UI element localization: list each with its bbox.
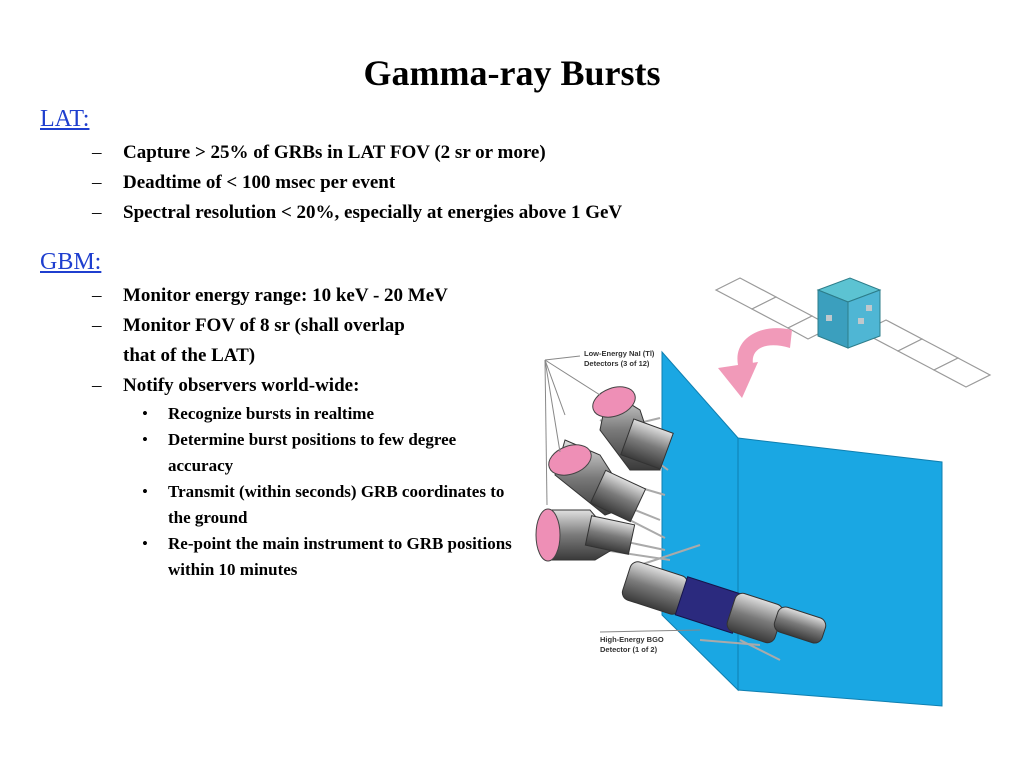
gbm-item: –Monitor energy range: 10 keV - 20 MeV xyxy=(92,285,448,306)
gbm-item: –Notify observers world-wide: xyxy=(92,375,360,396)
lat-heading: LAT: xyxy=(40,106,90,132)
gbm-item-continued: that of the LAT) xyxy=(123,345,256,366)
lat-item: –Deadtime of < 100 msec per event xyxy=(92,172,396,193)
spacecraft-icon xyxy=(816,277,882,349)
curved-arrow-icon xyxy=(718,328,792,398)
lat-item: –Capture > 25% of GRBs in LAT FOV (2 sr … xyxy=(92,142,546,163)
gbm-subitem: •Determine burst positions to few degree… xyxy=(142,430,457,475)
label-nai-line1: Low-Energy NaI (Tl) xyxy=(584,349,655,358)
gbm-subitem: •Transmit (within seconds) GRB coordinat… xyxy=(142,482,505,527)
gbm-item: –Monitor FOV of 8 sr (shall overlap xyxy=(92,315,405,336)
gbm-subitem: •Re-point the main instrument to GRB pos… xyxy=(142,534,512,579)
gbm-list: –Monitor energy range: 10 keV - 20 MeV –… xyxy=(0,281,518,583)
slide-title: Gamma-ray Bursts xyxy=(363,53,661,93)
nai-detector xyxy=(535,508,671,562)
nai-detector xyxy=(592,386,674,471)
callout-lines xyxy=(544,355,701,633)
nai-detector xyxy=(548,439,666,539)
panel-side xyxy=(737,437,943,707)
bgo-detector xyxy=(621,544,827,661)
lat-item: –Spectral resolution < 20%, especially a… xyxy=(92,202,623,223)
solar-array-right xyxy=(860,319,992,388)
label-bgo-line2: Detector (1 of 2) xyxy=(600,645,658,654)
gbm-heading: GBM: xyxy=(40,249,102,275)
panel-front xyxy=(661,350,739,692)
gbm-detector-illustration: Low-Energy NaI (Tl) Detectors (3 of 12) … xyxy=(535,277,992,707)
label-nai-line2: Detectors (3 of 12) xyxy=(584,359,650,368)
label-bgo-line1: High-Energy BGO xyxy=(600,635,664,644)
lat-list: –Capture > 25% of GRBs in LAT FOV (2 sr … xyxy=(0,138,622,228)
gbm-subitem: •Recognize bursts in realtime xyxy=(142,404,375,423)
